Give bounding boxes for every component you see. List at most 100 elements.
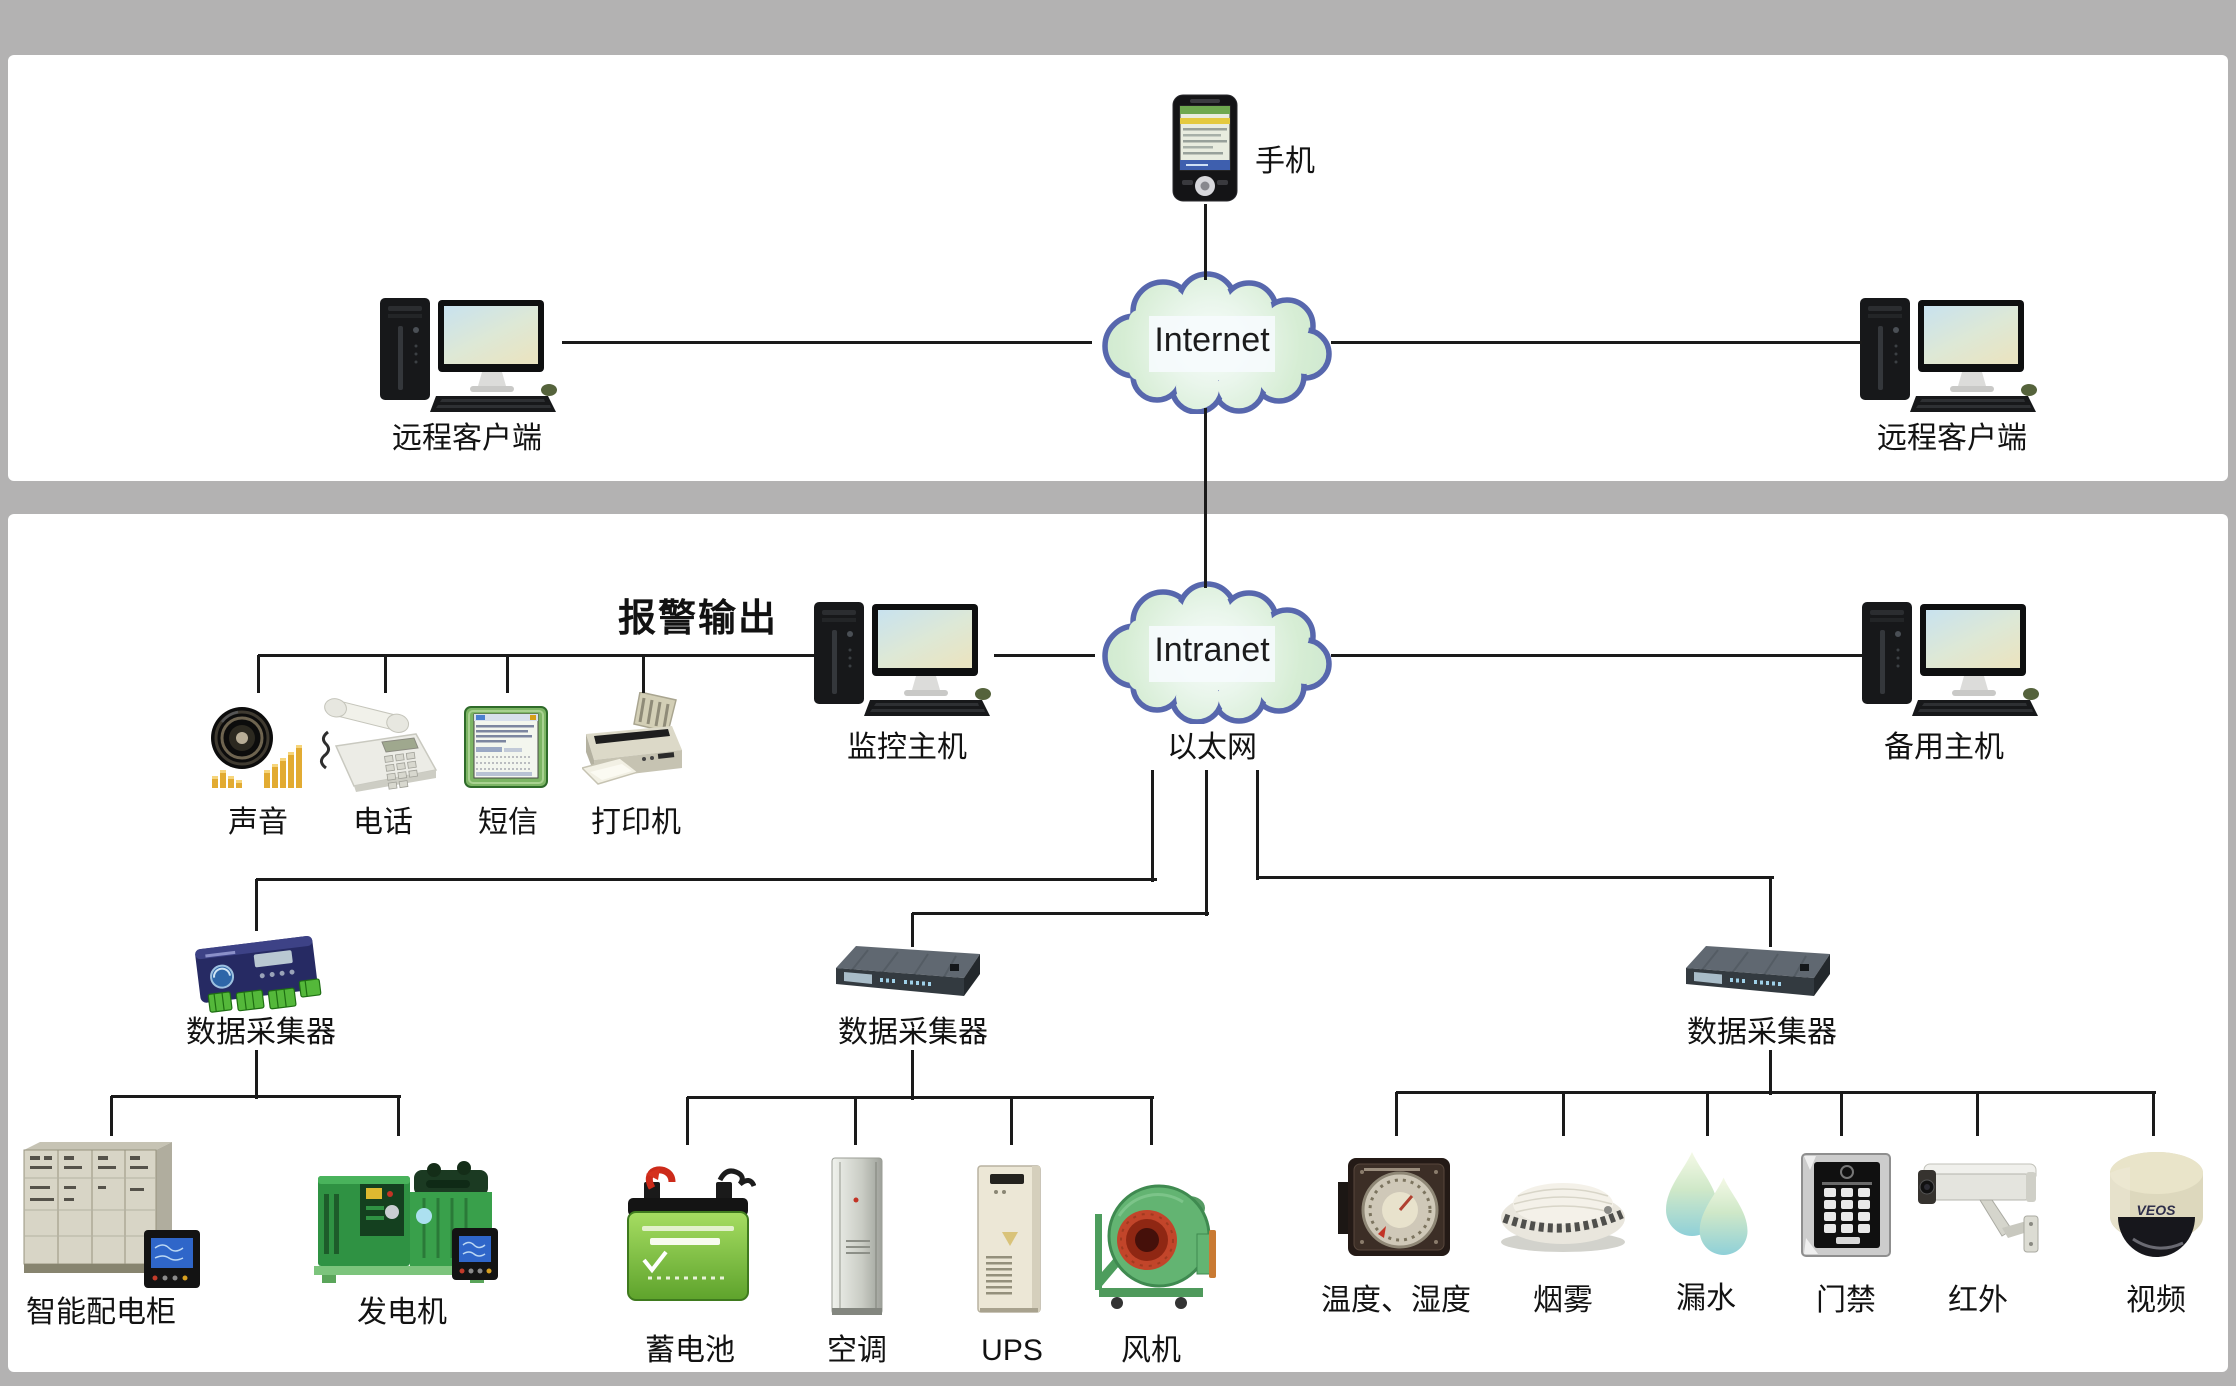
alarm-output-title: 报警输出 — [617, 598, 779, 640]
connector-line — [910, 1050, 914, 1100]
connector-line — [254, 879, 258, 931]
connector-line — [685, 1097, 689, 1145]
fan-device — [1085, 1162, 1217, 1322]
connector-line — [853, 1097, 857, 1145]
smoke-detector-device — [1496, 1166, 1630, 1256]
speaker-icon — [211, 707, 302, 788]
connector-line — [912, 911, 1209, 915]
ups-label: UPS — [981, 1334, 1043, 1367]
connector-line — [1009, 1097, 1013, 1145]
air-conditioner-device — [826, 1156, 888, 1324]
dome-brand-text: VEOS — [2137, 1202, 2177, 1218]
battery-device — [620, 1164, 756, 1308]
daq-module-icon — [195, 935, 322, 1013]
connector-line — [1394, 1092, 1398, 1136]
battery-icon — [627, 1166, 756, 1301]
connector-line — [109, 1096, 113, 1136]
fan-label: 风机 — [1121, 1334, 1181, 1367]
connector-line — [1396, 1090, 2156, 1094]
fan-icon — [1095, 1184, 1216, 1309]
internet-cloud-label: Internet — [1154, 320, 1270, 359]
rack-collector-icon — [836, 946, 980, 996]
connector-line — [1331, 653, 1863, 657]
connector-line — [1331, 340, 1862, 344]
connector-line — [258, 653, 814, 657]
door-access-device — [1800, 1150, 1892, 1260]
sound-label: 声音 — [228, 806, 288, 839]
collector-right-label: 数据采集器 — [1687, 1016, 1837, 1049]
connector-line — [396, 1096, 400, 1136]
rack-collector-icon — [1686, 946, 1830, 996]
dome-camera-icon: VEOS — [2110, 1152, 2203, 1257]
connector-line — [1255, 770, 1259, 880]
power-cabinet-label: 智能配电柜 — [26, 1296, 176, 1329]
connector-line — [2151, 1092, 2155, 1136]
connector-line — [1768, 1050, 1772, 1095]
temp-humidity-label: 温度、湿度 — [1321, 1284, 1471, 1317]
connector-line — [1705, 1092, 1709, 1136]
mobile-phone-icon — [1172, 94, 1238, 202]
video-label: 视频 — [2126, 1284, 2186, 1317]
desktop-computer-icon — [380, 298, 557, 412]
connector-line — [383, 655, 387, 693]
water-leak-label: 漏水 — [1676, 1282, 1736, 1315]
connector-line — [1768, 877, 1772, 947]
ethernet-label: 以太网 — [1167, 731, 1257, 764]
power-cabinet-device — [22, 1138, 204, 1294]
mobile-phone-device — [1172, 94, 1238, 204]
water-leak-device — [1662, 1148, 1750, 1258]
monitor-host-label: 监控主机 — [847, 731, 967, 764]
generator-icon — [314, 1161, 498, 1283]
connector-line — [687, 1095, 1154, 1099]
remote-client-right-device — [1856, 292, 2040, 417]
internet-cloud: Internet — [1083, 270, 1341, 415]
keypad-icon — [1801, 1153, 1891, 1257]
desktop-computer-icon — [1862, 602, 2039, 716]
power-cabinet-icon — [23, 1142, 200, 1288]
printer-icon — [582, 692, 682, 785]
remote-client-left-device — [376, 292, 560, 417]
ups-icon — [977, 1165, 1041, 1313]
remote-client-left-label: 远程客户端 — [392, 422, 542, 455]
infrared-camera-device — [1914, 1146, 2046, 1262]
battery-label: 蓄电池 — [645, 1334, 735, 1367]
collector-left-label: 数据采集器 — [186, 1016, 336, 1049]
connector-line — [1149, 1097, 1153, 1145]
connector-line — [256, 877, 1157, 881]
desktop-computer-icon — [814, 602, 991, 716]
door-access-label: 门禁 — [1816, 1284, 1876, 1317]
smoke-detector-icon — [1501, 1183, 1625, 1252]
data-collector-middle-device — [828, 938, 994, 1012]
desktop-computer-icon — [1860, 298, 2037, 412]
collector-middle-label: 数据采集器 — [838, 1016, 988, 1049]
intranet-cloud-label: Intranet — [1154, 630, 1270, 669]
connector-line — [1839, 1092, 1843, 1136]
connector-line — [641, 655, 645, 693]
connector-line — [1150, 770, 1154, 882]
connector-line — [994, 653, 1095, 657]
backup-host-device — [1858, 596, 2042, 721]
bullet-camera-icon — [1918, 1163, 2039, 1253]
sms-label: 短信 — [478, 806, 538, 839]
smoke-label: 烟雾 — [1533, 1284, 1593, 1317]
sms-screen-icon — [464, 706, 548, 788]
printer-alarm-device — [582, 692, 692, 794]
remote-client-right-label: 远程客户端 — [1877, 422, 2027, 455]
data-collector-left-device — [190, 924, 335, 1020]
connector-line — [1203, 204, 1207, 280]
air-conditioner-icon — [831, 1157, 883, 1315]
telephone-alarm-device — [318, 698, 442, 792]
monitor-host-device — [810, 596, 994, 721]
divider-band — [0, 481, 2236, 514]
telephone-icon — [319, 698, 438, 792]
temp-humidity-icon — [1338, 1158, 1450, 1256]
connector-line — [1561, 1092, 1565, 1136]
generator-label: 发电机 — [357, 1296, 447, 1329]
backup-host-label: 备用主机 — [1884, 731, 2004, 764]
connector-line — [254, 1050, 258, 1099]
video-dome-device: VEOS — [2103, 1143, 2210, 1269]
temp-humidity-device — [1338, 1156, 1456, 1260]
connector-line — [910, 913, 914, 947]
cloud-icon — [1102, 581, 1332, 725]
top-panel — [8, 55, 2228, 481]
